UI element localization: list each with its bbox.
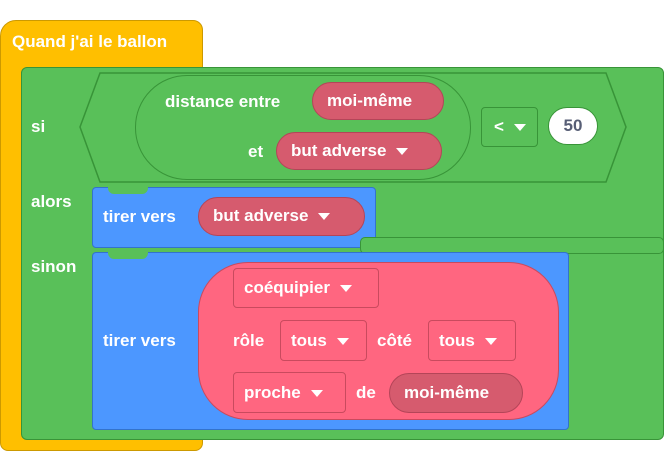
second-target-label: but adverse	[291, 141, 387, 160]
chevron-down-icon	[513, 124, 526, 132]
sinon-label: sinon	[31, 257, 77, 276]
else-action-label: tirer vers	[103, 331, 176, 350]
reference-label: moi-même	[404, 383, 490, 402]
block-notch	[108, 186, 148, 194]
alors-label: alors	[31, 192, 72, 211]
chevron-down-icon	[336, 338, 349, 346]
side-value-dropdown[interactable]: tous	[428, 320, 516, 361]
chevron-down-icon	[318, 213, 331, 221]
first-target-label: moi-même	[327, 91, 413, 110]
chevron-down-icon	[484, 338, 497, 346]
then-action-label: tirer vers	[103, 207, 176, 226]
operator-dropdown[interactable]: <	[481, 107, 538, 147]
then-target-label: but adverse	[213, 206, 309, 225]
chevron-down-icon	[310, 390, 323, 398]
operator-label: <	[494, 117, 504, 136]
role-type-label: coéquipier	[244, 278, 330, 297]
second-target-dropdown[interactable]: but adverse	[276, 132, 442, 170]
chevron-down-icon	[396, 148, 409, 156]
et-label: et	[248, 142, 264, 161]
side-label: côté	[377, 331, 412, 350]
hat-block-label: Quand j'ai le ballon	[12, 32, 168, 51]
distance-label: distance entre	[165, 92, 281, 111]
si-label: si	[31, 117, 46, 136]
distance-value-input[interactable]: 50	[548, 107, 598, 145]
block-notch	[108, 251, 148, 259]
first-target-reporter[interactable]: moi-même	[312, 82, 444, 120]
role-value-label: tous	[291, 331, 327, 350]
side-value-label: tous	[439, 331, 475, 350]
reference-reporter[interactable]: moi-même	[389, 373, 523, 413]
proximity-dropdown[interactable]: proche	[233, 372, 346, 413]
de-label: de	[356, 383, 376, 402]
role-type-dropdown[interactable]: coéquipier	[233, 268, 379, 308]
then-target-dropdown[interactable]: but adverse	[198, 197, 365, 236]
role-value-dropdown[interactable]: tous	[280, 320, 367, 361]
proximity-label: proche	[244, 383, 301, 402]
chevron-down-icon	[339, 285, 352, 293]
role-label: rôle	[233, 331, 265, 350]
